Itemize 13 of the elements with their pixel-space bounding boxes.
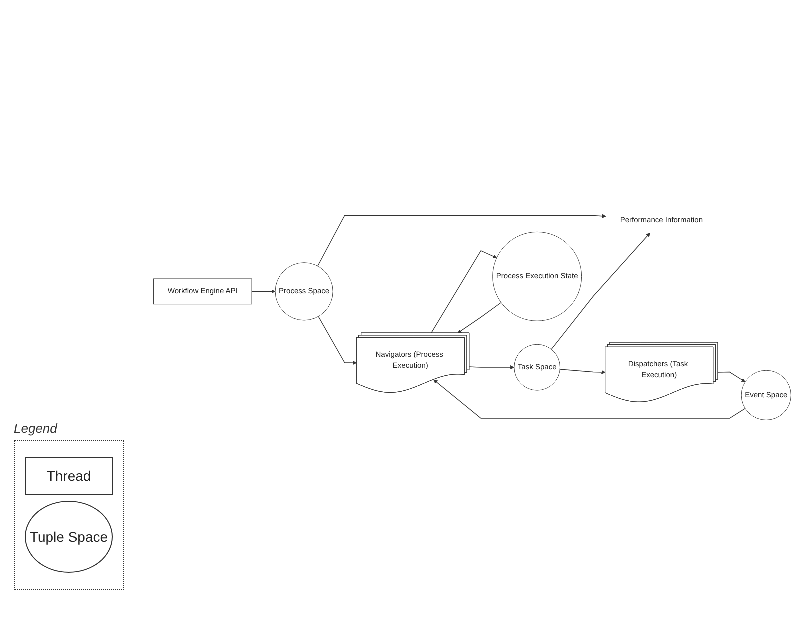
arrow <box>318 316 358 366</box>
arrow <box>434 380 746 419</box>
arrow <box>458 302 502 334</box>
arrow <box>469 366 515 370</box>
legend-title: Legend <box>14 421 58 436</box>
arrow <box>718 372 746 382</box>
arrow <box>551 232 650 350</box>
legend-box: Thread <box>25 457 113 495</box>
arrow <box>252 290 276 294</box>
legend-ellipse: Tuple Space <box>25 501 113 573</box>
arrow <box>431 250 498 334</box>
arrow <box>560 369 606 374</box>
arrow <box>318 214 606 267</box>
